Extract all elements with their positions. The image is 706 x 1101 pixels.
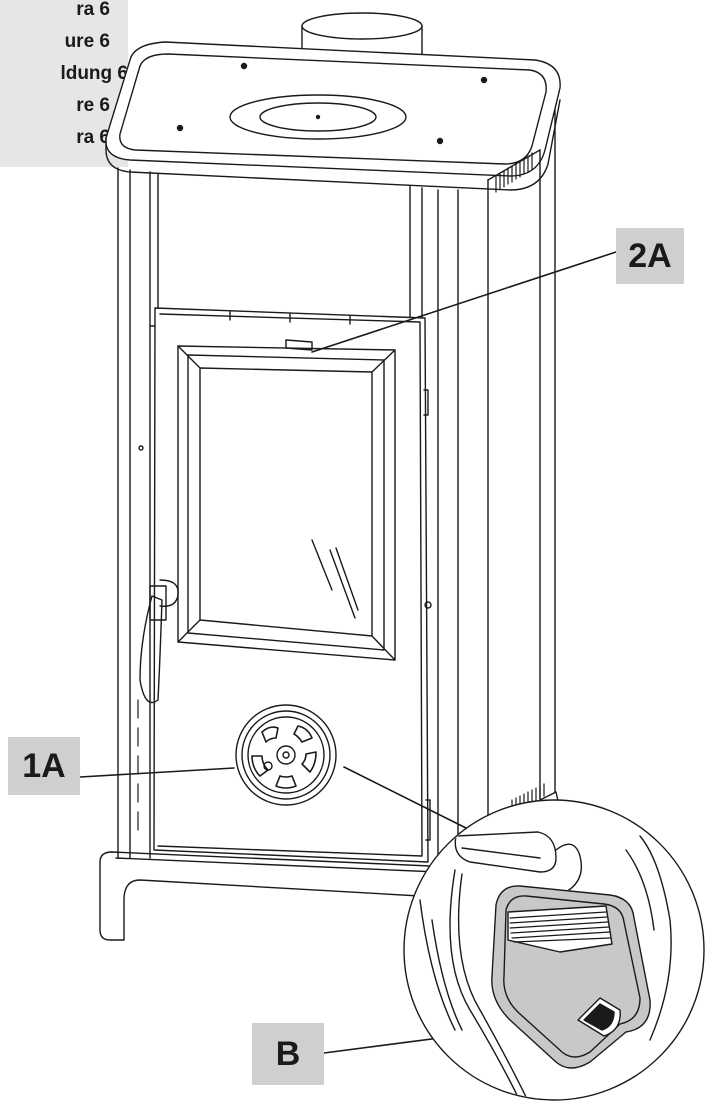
stove-top-plate [105, 41, 561, 191]
caption-panel: ra 6 ure 6 ldung 6 re 6 ra 6 [0, 0, 128, 167]
caption-line-5: ra 6 [76, 127, 110, 148]
air-control-knob [235, 704, 337, 806]
caption-line-2: ure 6 [64, 31, 110, 52]
detail-magnifier [403, 799, 705, 1101]
callout-label-2a: 2A [616, 228, 684, 284]
caption-line-3: ldung 6 [60, 63, 128, 84]
stove-door [137, 307, 432, 863]
caption-line-1: ra 6 [76, 0, 110, 20]
caption-line-4: re 6 [76, 95, 110, 116]
leader-lines [79, 251, 617, 1054]
callout-label-b: B [252, 1023, 324, 1085]
callout-label-1a: 1A [8, 737, 80, 795]
